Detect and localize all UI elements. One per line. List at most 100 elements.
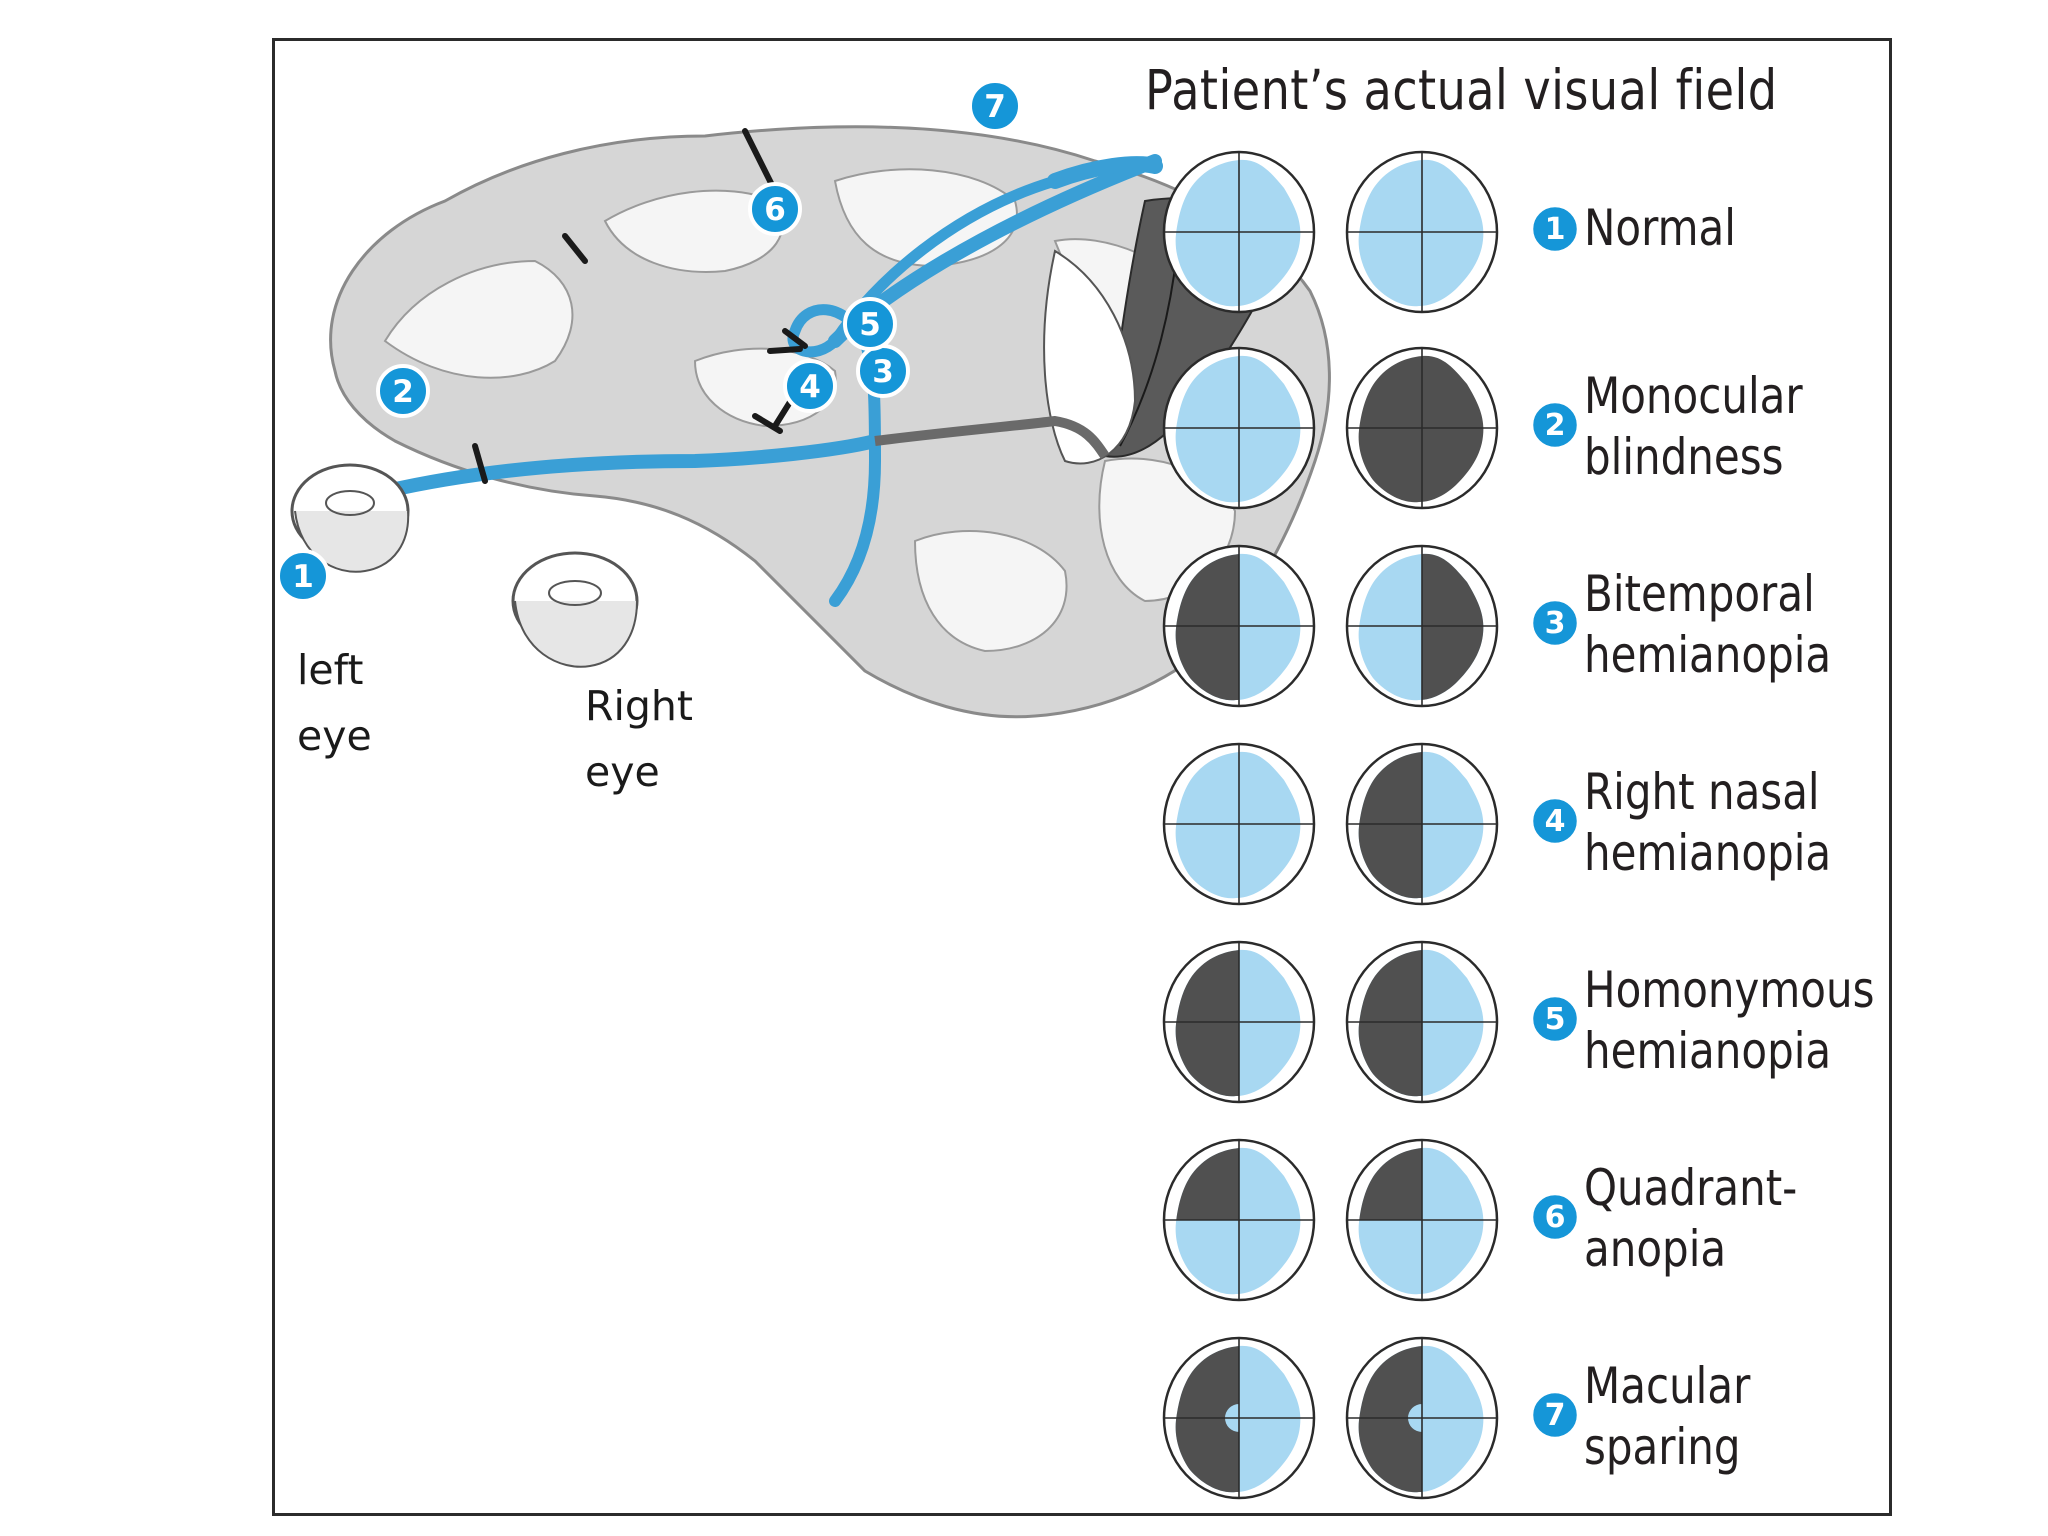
right-visual-field-diagram [1345,1336,1499,1500]
number-badge-icon: 3 [1530,598,1580,648]
right-eye-field [1343,740,1501,908]
lesion-marker-1: 1 [276,549,330,603]
svg-text:1: 1 [1545,212,1566,247]
condition-label-line: Right nasal [1584,763,1820,821]
svg-text:5: 5 [1545,1002,1566,1037]
svg-text:6: 6 [1545,1200,1566,1235]
right-eye-field [1343,1334,1501,1502]
condition-label: Quadrant-anopia [1584,1158,1797,1280]
lesion-marker-7: 7 [968,79,1022,133]
condition-label-line: Normal [1584,199,1736,257]
left-visual-field-diagram [1162,940,1316,1104]
condition-number-badge: 4 [1530,796,1580,846]
condition-row-1: 1 Normal [1150,148,1890,338]
condition-label-line: blindness [1584,428,1784,486]
left-eye-field [1160,542,1318,710]
condition-label-line: hemianopia [1584,1022,1832,1080]
right-visual-field-diagram [1345,1138,1499,1302]
left-eye-field [1160,148,1318,316]
lesion-marker-number: 2 [392,374,414,410]
condition-label-line: Monocular [1584,367,1803,425]
right-eye-label-line1: Right [585,682,693,730]
condition-number-badge: 5 [1530,994,1580,1044]
left-eye-label-line1: left [297,646,364,694]
number-badge-icon: 4 [1530,796,1580,846]
condition-label-line: Quadrant- [1584,1159,1798,1217]
condition-number-badge: 6 [1530,1192,1580,1242]
lesion-marker-6: 6 [748,182,802,236]
condition-label-line: hemianopia [1584,626,1832,684]
left-eye-field [1160,740,1318,908]
svg-text:3: 3 [1545,606,1566,641]
left-visual-field-diagram [1162,150,1316,314]
number-badge-icon: 5 [1530,994,1580,1044]
condition-label-line: hemianopia [1584,824,1832,882]
condition-number-badge: 3 [1530,598,1580,648]
left-eye-field [1160,938,1318,1106]
right-visual-field-diagram [1345,544,1499,708]
left-eye-field [1160,1334,1318,1502]
lesion-marker-2: 2 [376,364,430,418]
lesion-marker-4: 4 [783,359,837,413]
number-badge-icon: 2 [1530,400,1580,450]
condition-number-badge: 2 [1530,400,1580,450]
right-eye-field [1343,938,1501,1106]
left-visual-field-diagram [1162,1138,1316,1302]
left-visual-field-diagram [1162,544,1316,708]
lesion-marker-number: 3 [872,354,894,390]
lesion-marker-number: 7 [984,89,1006,125]
svg-text:4: 4 [1545,804,1566,839]
left-eye-label: left eye [297,637,372,769]
lesion-marker-number: 1 [292,559,314,595]
right-eye-label: Right eye [585,673,693,805]
right-visual-field-diagram [1345,346,1499,510]
left-visual-field-diagram [1162,742,1316,906]
left-visual-field-diagram [1162,1336,1316,1500]
left-eyeball [290,463,410,573]
condition-label-line: anopia [1584,1220,1727,1278]
condition-label-line: Macular [1584,1357,1751,1415]
panel-title: Patient’s actual visual field [1145,58,1778,122]
left-eye-label-line2: eye [297,712,372,760]
number-badge-icon: 1 [1530,204,1580,254]
condition-number-badge: 7 [1530,1390,1580,1440]
figure-frame: 1 2 3 4 5 6 7 left eye Right eye [272,38,1892,1516]
right-eye-field [1343,148,1501,316]
left-visual-field-diagram [1162,346,1316,510]
lesion-markers: 1 2 3 4 5 6 7 [276,79,1022,603]
condition-label-line: Bitemporal [1584,565,1815,623]
condition-row-6: 6 Quadrant-anopia [1150,1136,1890,1326]
right-eye-field [1343,542,1501,710]
lesion-marker-number: 5 [859,307,881,343]
right-eye-field [1343,1136,1501,1304]
condition-number-badge: 1 [1530,204,1580,254]
lesion-marker-3: 3 [856,344,910,398]
lesion-marker-5: 5 [843,297,897,351]
number-badge-icon: 7 [1530,1390,1580,1440]
left-eye-field [1160,344,1318,512]
lesion-marker-number: 6 [764,192,786,228]
left-eye-field [1160,1136,1318,1304]
brain-cut-face [1043,249,1137,465]
condition-label: Normal [1584,198,1736,259]
right-visual-field-diagram [1345,742,1499,906]
condition-label-line: sparing [1584,1418,1741,1476]
right-eyeball [511,551,639,668]
lesion-marker-number: 4 [799,369,821,405]
condition-label-line: Homonymous [1584,961,1875,1019]
right-eye-field [1343,344,1501,512]
svg-text:2: 2 [1545,408,1566,443]
svg-text:7: 7 [1545,1398,1566,1433]
right-eye-label-line2: eye [585,748,660,796]
number-badge-icon: 6 [1530,1192,1580,1242]
right-visual-field-diagram [1345,150,1499,314]
